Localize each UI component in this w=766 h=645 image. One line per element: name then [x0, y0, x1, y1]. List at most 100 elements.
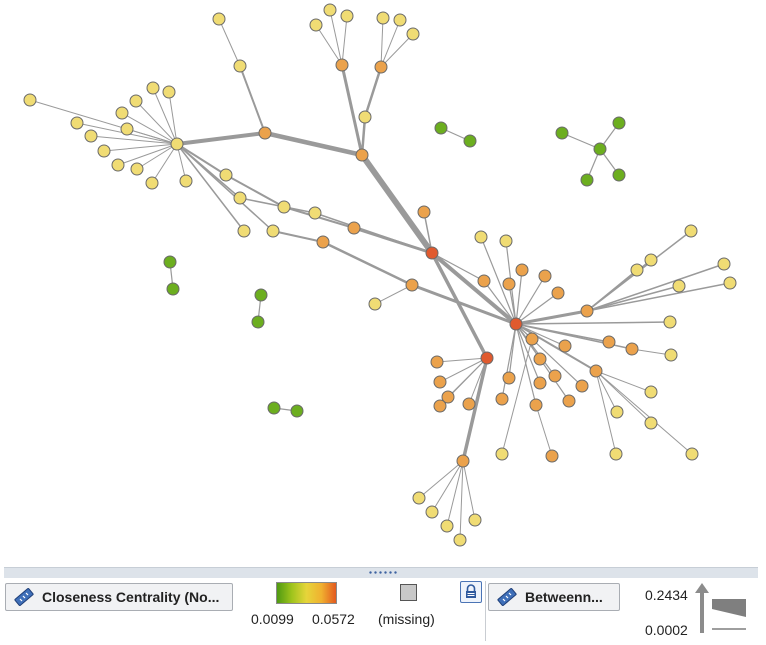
network-edge[interactable]: [410, 283, 518, 326]
network-node[interactable]: [417, 205, 431, 219]
network-edge[interactable]: [515, 323, 597, 372]
network-node[interactable]: [468, 513, 482, 527]
network-node[interactable]: [644, 385, 658, 399]
network-node[interactable]: [462, 397, 476, 411]
network-edge[interactable]: [430, 251, 518, 326]
network-node[interactable]: [179, 174, 193, 188]
width-attribute-button[interactable]: Betweenn...: [488, 583, 620, 611]
network-edge[interactable]: [431, 460, 464, 513]
network-edge[interactable]: [90, 135, 178, 145]
network-node[interactable]: [551, 286, 565, 300]
network-graph-svg[interactable]: [0, 0, 766, 565]
network-edge[interactable]: [535, 404, 553, 457]
network-node[interactable]: [474, 230, 488, 244]
network-edge[interactable]: [329, 9, 343, 66]
network-node[interactable]: [495, 392, 509, 406]
panel-splitter[interactable]: [4, 567, 758, 578]
network-node[interactable]: [233, 59, 247, 73]
network-node[interactable]: [97, 144, 111, 158]
network-edge[interactable]: [225, 174, 285, 208]
network-node[interactable]: [347, 221, 361, 235]
network-edge[interactable]: [135, 100, 178, 145]
network-node[interactable]: [723, 276, 737, 290]
network-node[interactable]: [162, 85, 176, 99]
network-node[interactable]: [499, 234, 513, 248]
network-node[interactable]: [376, 11, 390, 25]
network-node[interactable]: [440, 519, 454, 533]
network-node[interactable]: [593, 142, 607, 156]
network-node[interactable]: [558, 339, 572, 353]
network-node[interactable]: [146, 81, 160, 95]
network-node[interactable]: [575, 379, 589, 393]
network-edge[interactable]: [151, 143, 178, 184]
network-node[interactable]: [355, 148, 369, 162]
network-edge[interactable]: [515, 269, 523, 325]
network-edge[interactable]: [595, 370, 652, 424]
network-node[interactable]: [548, 369, 562, 383]
network-edge[interactable]: [272, 230, 324, 243]
network-edge[interactable]: [321, 240, 414, 287]
network-node[interactable]: [477, 274, 491, 288]
network-edge[interactable]: [168, 91, 178, 145]
network-node[interactable]: [589, 364, 603, 378]
network-node[interactable]: [309, 18, 323, 32]
network-edge[interactable]: [515, 275, 546, 325]
network-edge[interactable]: [515, 323, 537, 406]
network-edge[interactable]: [126, 128, 178, 145]
network-edge[interactable]: [431, 252, 485, 282]
network-node[interactable]: [463, 134, 477, 148]
network-node[interactable]: [453, 533, 467, 547]
network-edge[interactable]: [262, 130, 365, 158]
network-node[interactable]: [290, 404, 304, 418]
network-edge[interactable]: [595, 370, 693, 455]
network-node[interactable]: [433, 399, 447, 413]
splitter-grip-icon[interactable]: [368, 570, 398, 575]
network-edge[interactable]: [423, 211, 433, 254]
network-node[interactable]: [233, 191, 247, 205]
network-edge[interactable]: [595, 370, 652, 393]
network-node[interactable]: [425, 505, 439, 519]
network-edge[interactable]: [218, 18, 241, 67]
network-node[interactable]: [254, 288, 268, 302]
network-edge[interactable]: [176, 143, 227, 176]
network-node[interactable]: [441, 390, 455, 404]
network-edge[interactable]: [595, 370, 617, 455]
network-edge[interactable]: [468, 357, 488, 405]
network-edge[interactable]: [239, 197, 316, 214]
network-node[interactable]: [533, 352, 547, 366]
network-edge[interactable]: [363, 65, 383, 119]
network-edge[interactable]: [117, 143, 178, 166]
network-node[interactable]: [456, 454, 470, 468]
network-edge[interactable]: [430, 251, 489, 360]
color-attribute-button[interactable]: Closeness Centrality (No...: [5, 583, 233, 611]
network-node[interactable]: [580, 304, 594, 318]
network-node[interactable]: [602, 335, 616, 349]
network-node[interactable]: [529, 398, 543, 412]
network-node[interactable]: [502, 371, 516, 385]
network-edge[interactable]: [595, 370, 618, 413]
network-node[interactable]: [580, 173, 594, 187]
network-edge[interactable]: [459, 460, 464, 541]
network-node[interactable]: [316, 235, 330, 249]
network-edge[interactable]: [341, 15, 348, 66]
network-edge[interactable]: [418, 460, 464, 499]
network-node[interactable]: [374, 60, 388, 74]
network-edge[interactable]: [380, 33, 414, 68]
network-edge[interactable]: [586, 282, 731, 312]
network-node[interactable]: [685, 447, 699, 461]
network-edge[interactable]: [501, 338, 533, 455]
network-node[interactable]: [502, 277, 516, 291]
network-node[interactable]: [251, 315, 265, 329]
network-edge[interactable]: [121, 112, 178, 145]
network-node[interactable]: [70, 116, 84, 130]
network-edge[interactable]: [446, 460, 464, 527]
network-node[interactable]: [509, 317, 523, 331]
network-edge[interactable]: [586, 285, 680, 312]
network-edge[interactable]: [461, 356, 489, 463]
network-node[interactable]: [664, 348, 678, 362]
network-node[interactable]: [340, 9, 354, 23]
network-edge[interactable]: [176, 143, 274, 232]
network-node[interactable]: [405, 278, 419, 292]
network-graph-canvas[interactable]: [0, 0, 766, 565]
network-node[interactable]: [258, 126, 272, 140]
